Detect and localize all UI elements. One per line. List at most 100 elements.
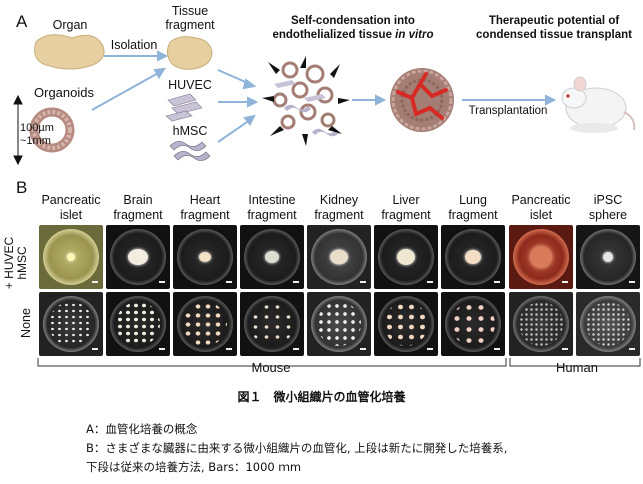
scale-bar: [562, 348, 568, 350]
dish-top-ipsc: [576, 225, 640, 289]
tissue-fragment-label: Tissue fragment: [160, 4, 220, 32]
dish-top-kidney: [307, 225, 371, 289]
dish-bottom-pancreatic-islet-mouse: [39, 292, 103, 356]
huvec-label: HUVEC: [168, 78, 212, 92]
col-header-line2: fragment: [113, 208, 163, 222]
tissue-spot: [397, 249, 415, 265]
dish-top-intestine: [240, 225, 304, 289]
dish-bottom-ipsc: [576, 292, 640, 356]
row-label-huvec-hmsc: + HUVEC hMSC: [2, 231, 33, 295]
organ-shape: [34, 34, 105, 70]
scale-bar: [293, 281, 299, 283]
col-header-line2: fragment: [180, 208, 230, 222]
scale-bar: [226, 348, 232, 350]
panel-b-letter: B: [16, 178, 28, 197]
size-range-label: 100µm ~1mm: [20, 122, 54, 148]
col-header-line1: Heart: [189, 193, 221, 207]
dish-bottom-heart: [173, 292, 237, 356]
transplantation-label: Transplantation: [468, 105, 548, 117]
scale-bar: [629, 348, 635, 350]
dish-bottom-liver: [374, 292, 438, 356]
dish-top-heart: [173, 225, 237, 289]
row-label-none: None: [19, 308, 33, 338]
isolation-label: Isolation: [110, 38, 158, 52]
scattered-tissue: [183, 302, 227, 346]
tissue-fragment-shape: [166, 36, 213, 70]
self-condensation-label: Self-condensation into endothelialized t…: [258, 14, 448, 42]
flow-arrows: [91, 50, 557, 143]
scattered-tissue: [250, 302, 294, 346]
condensed-tissue: [390, 68, 454, 132]
hmsc-label: hMSC: [172, 124, 208, 138]
dish-bottom-kidney: [307, 292, 371, 356]
human-bracket: [509, 358, 641, 367]
dish-top-brain: [106, 225, 170, 289]
col-header-line1: Pancreatic: [41, 193, 101, 207]
scale-bar: [360, 348, 366, 350]
tissue-fragment-line2: fragment: [165, 18, 215, 32]
mixture-cluster: [272, 61, 339, 137]
scattered-tissue: [451, 302, 495, 346]
col-header-line1: Lung: [459, 193, 487, 207]
scale-bar: [427, 281, 433, 283]
condensing-arrows: [262, 56, 350, 146]
col-header-line2: sphere: [588, 208, 628, 222]
tissue-spot: [330, 249, 348, 265]
dish-top-liver: [374, 225, 438, 289]
col-header-line1: iPSC: [593, 193, 623, 207]
scale-bar: [92, 281, 98, 283]
scale-bar: [293, 348, 299, 350]
tissue-spot: [67, 253, 75, 261]
col-header-line2: islet: [529, 208, 553, 222]
panel-a-illustration: [13, 34, 636, 166]
self-condensation-line2: endothelialized tissue in vitro: [258, 28, 448, 42]
scale-bar: [159, 281, 165, 283]
scattered-tissue: [586, 302, 630, 346]
scattered-tissue: [519, 302, 563, 346]
scattered-tissue: [116, 302, 160, 346]
mouse-illustration: [561, 76, 636, 133]
size-range-min: 100µm: [20, 122, 54, 134]
hmsc-cells: [169, 141, 211, 161]
scale-bar: [360, 281, 366, 283]
organoid-ring: [29, 107, 75, 153]
caption-line-c: 下段は従来の培養方法, Bars：1000 ｍm: [86, 460, 302, 474]
row-label-top-line2: hMSC: [15, 246, 29, 280]
dish-bottom-intestine: [240, 292, 304, 356]
dish-top-lung: [441, 225, 505, 289]
caption-line-a: A：血管化培養の概念: [86, 422, 198, 436]
col-header-line2: fragment: [247, 208, 297, 222]
col-header-line1: Brain: [123, 193, 153, 207]
scale-bar: [92, 348, 98, 350]
scale-bar: [159, 348, 165, 350]
col-header-line2: fragment: [448, 208, 498, 222]
size-range-max: ~1mm: [20, 135, 51, 147]
therapeutic-label: Therapeutic potential of condensed tissu…: [470, 14, 638, 42]
size-double-arrow: [13, 94, 23, 166]
scale-bar: [226, 281, 232, 283]
col-header-line2: fragment: [314, 208, 364, 222]
col-header-line2: fragment: [381, 208, 431, 222]
scale-bar: [629, 281, 635, 283]
dish-top-pancreatic-islet-human: [509, 225, 573, 289]
col-header-line1: Intestine: [248, 193, 296, 207]
col-header-line1: Liver: [392, 193, 420, 207]
col-header-line2: islet: [59, 208, 83, 222]
tissue-spot: [265, 251, 279, 263]
group-label-mouse: Mouse: [251, 360, 291, 375]
huvec-cells: [165, 93, 203, 122]
dish-bottom-brain: [106, 292, 170, 356]
group-brackets: [37, 358, 641, 367]
col-header-line1: Pancreatic: [511, 193, 571, 207]
mouse-bracket: [37, 358, 507, 367]
dish-top-pancreatic-islet-mouse: [39, 225, 103, 289]
scale-bar: [494, 348, 500, 350]
scattered-tissue: [384, 302, 428, 346]
